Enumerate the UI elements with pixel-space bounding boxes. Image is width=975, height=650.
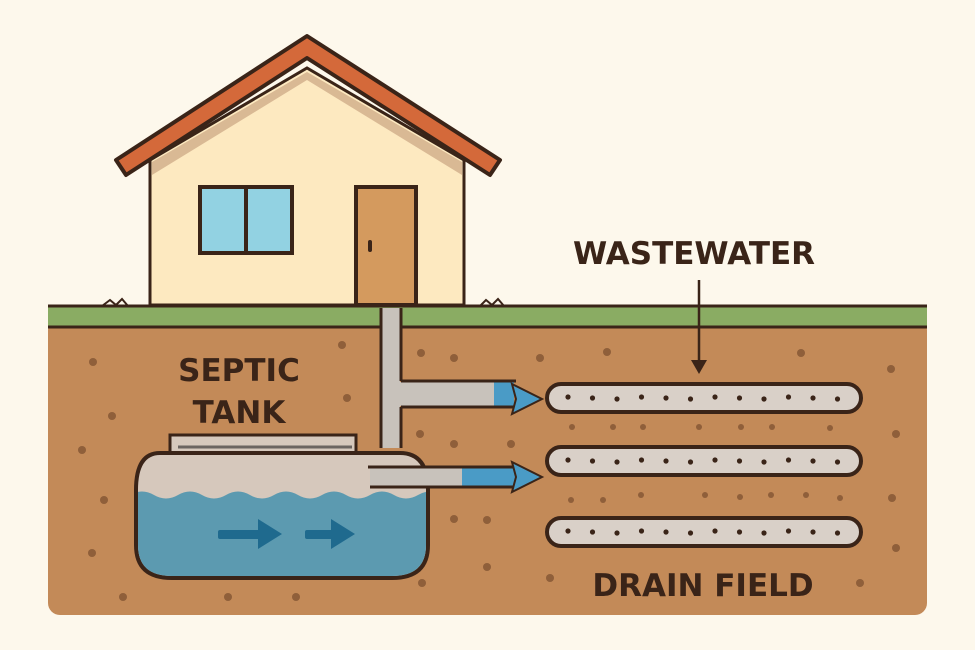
perforation-hole: [614, 530, 620, 536]
drain-pipe-2: [545, 445, 863, 477]
house-outlet-pipe: [379, 308, 545, 448]
roof: [114, 34, 502, 177]
perforation-hole: [614, 396, 620, 402]
grass-tuft-right: [479, 297, 505, 307]
perforation-hole: [687, 459, 694, 465]
perforation-hole: [834, 459, 841, 465]
grass-tuft-left: [101, 297, 129, 307]
perforation-hole: [736, 458, 743, 464]
tank-water: [138, 491, 426, 576]
perforation-hole: [761, 530, 767, 536]
perforation-hole: [785, 528, 792, 534]
perforation-hole: [638, 528, 645, 534]
perforation-hole: [736, 529, 743, 535]
door-knob: [368, 240, 372, 252]
perforation-hole: [810, 458, 816, 464]
perforation-hole: [565, 528, 571, 534]
septic-tank: [134, 433, 545, 580]
perforation-hole: [785, 457, 792, 463]
flow-arrow-2: [510, 460, 545, 494]
perforation-hole: [614, 459, 620, 465]
window: [198, 185, 294, 255]
flow-arrow-1: [510, 382, 545, 416]
perforation-hole: [712, 457, 718, 463]
perforation-hole: [638, 394, 645, 400]
perforation-hole: [589, 529, 596, 535]
perforation-hole: [687, 530, 694, 536]
wastewater-pointer-arrowhead: [691, 360, 707, 374]
perforation-hole: [638, 457, 645, 463]
perforation-hole: [761, 396, 767, 402]
grass-strip: [48, 306, 927, 326]
septic-tank-label-line2: TANK: [193, 395, 287, 431]
perforation-hole: [834, 396, 841, 402]
perforation-hole: [663, 529, 669, 535]
tank-flow-arrows: [218, 519, 355, 549]
perforation-hole: [565, 394, 571, 400]
wastewater-label: WASTEWATER: [573, 236, 815, 272]
drain-field-pipes: [545, 382, 863, 548]
perforation-hole: [687, 396, 694, 402]
perforation-hole: [712, 528, 718, 534]
drain-field-label: DRAIN FIELD: [592, 568, 813, 604]
perforation-hole: [712, 394, 718, 400]
drain-pipe-3: [545, 516, 863, 548]
perforation-hole: [663, 458, 669, 464]
perforation-hole: [761, 459, 767, 465]
perforation-hole: [834, 530, 841, 536]
perforation-hole: [663, 395, 669, 401]
perforation-hole: [589, 458, 596, 464]
perforation-hole: [810, 395, 816, 401]
septic-tank-label-line1: SEPTIC: [178, 353, 300, 389]
perforation-hole: [785, 394, 792, 400]
door: [354, 185, 418, 307]
perforation-hole: [589, 395, 596, 401]
soil-dots: [78, 341, 900, 601]
drain-pipe-1: [545, 382, 863, 414]
perforation-hole: [810, 529, 816, 535]
perforation-hole: [565, 457, 571, 463]
house: [114, 34, 502, 307]
perforation-hole: [736, 395, 743, 401]
tank-lid: [168, 433, 358, 455]
